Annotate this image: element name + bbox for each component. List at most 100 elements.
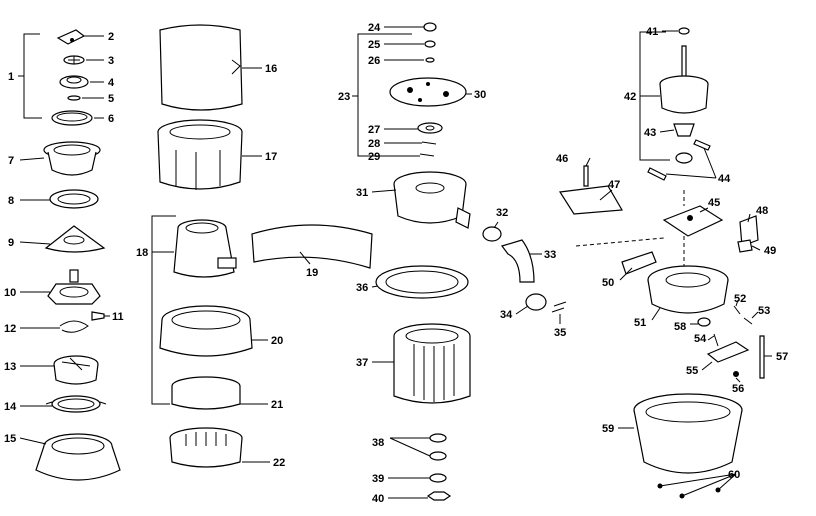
label-9: 9	[8, 237, 14, 249]
part-56-nut	[733, 371, 739, 377]
part-25-washer	[424, 40, 436, 48]
part-44-clips	[647, 139, 711, 181]
part-47-shield	[558, 185, 623, 215]
part-16-shell	[159, 24, 243, 111]
label-29: 29	[368, 151, 380, 163]
label-51: 51	[634, 317, 646, 329]
label-52: 52	[734, 293, 746, 305]
label-60: 60	[728, 469, 740, 481]
label-30: 30	[474, 89, 486, 101]
label-48: 48	[756, 205, 768, 217]
label-46: 46	[556, 153, 568, 165]
label-38: 38	[372, 437, 384, 449]
part-20-collar	[159, 305, 253, 357]
part-18-hopper	[173, 219, 237, 278]
label-15: 15	[4, 433, 16, 445]
label-19: 19	[306, 267, 318, 279]
part-5-washer	[67, 95, 81, 101]
part-43-bearing	[673, 123, 695, 164]
label-5: 5	[108, 93, 114, 105]
label-17: 17	[265, 151, 277, 163]
part-14-lock-ring	[45, 395, 107, 413]
label-10: 10	[4, 287, 16, 299]
label-25: 25	[368, 39, 380, 51]
label-57: 57	[776, 351, 788, 363]
part-8-gasket	[49, 189, 99, 209]
part-31-grinding-chamber	[393, 171, 471, 229]
label-41: 41	[646, 26, 658, 38]
label-14: 14	[4, 401, 17, 413]
label-1: 1	[8, 71, 14, 83]
leader-lines	[18, 26, 772, 499]
label-12: 12	[4, 323, 16, 335]
part-19-baffle	[251, 224, 373, 269]
part-29-pin	[419, 153, 435, 157]
label-2: 2	[108, 31, 114, 43]
label-21: 21	[271, 399, 283, 411]
part-12-snap-ring	[59, 320, 89, 333]
part-50-capacitor	[621, 251, 657, 275]
label-39: 39	[372, 473, 384, 485]
part-53-screw	[743, 317, 753, 325]
label-22: 22	[273, 457, 285, 469]
part-22-cage	[169, 427, 243, 468]
label-40: 40	[372, 493, 384, 505]
part-34-flange	[525, 293, 547, 311]
part-49-connector	[737, 239, 753, 253]
label-33: 33	[544, 249, 556, 261]
label-26: 26	[368, 55, 380, 67]
part-27-washer	[417, 122, 443, 134]
label-6: 6	[108, 113, 114, 125]
part-35-screws	[551, 301, 567, 313]
label-31: 31	[356, 187, 368, 199]
label-13: 13	[4, 361, 16, 373]
part-51-end-frame	[647, 265, 729, 314]
label-59: 59	[602, 423, 614, 435]
part-15-base-ring	[35, 433, 121, 481]
part-30-turntable	[389, 77, 467, 107]
label-45: 45	[708, 197, 720, 209]
label-16: 16	[265, 63, 277, 75]
label-28: 28	[368, 138, 380, 150]
part-10-mounting-ring	[47, 269, 101, 305]
label-50: 50	[602, 277, 614, 289]
part-46-screw	[583, 165, 589, 187]
part-48-bracket	[739, 215, 759, 247]
label-56: 56	[732, 383, 744, 395]
part-40-nut	[426, 491, 452, 501]
part-26-washer	[425, 57, 435, 63]
part-17-insulation	[157, 119, 243, 190]
label-58: 58	[674, 321, 686, 333]
part-37-stator	[393, 323, 471, 404]
part-41-cap	[678, 27, 690, 35]
part-36-ring	[375, 265, 469, 299]
part-9-backup-flange	[44, 225, 106, 253]
part-28-pin	[421, 141, 437, 145]
part-11-screw	[91, 311, 105, 321]
part-55-cover	[706, 341, 750, 363]
label-18: 18	[136, 247, 148, 259]
label-4: 4	[108, 77, 115, 89]
label-3: 3	[108, 55, 114, 67]
label-27: 27	[368, 124, 380, 136]
part-39-washer	[429, 473, 447, 483]
part-21-ring	[171, 376, 241, 410]
part-57-bolt	[759, 335, 765, 379]
part-52-screw	[733, 305, 741, 315]
label-8: 8	[8, 195, 14, 207]
label-20: 20	[271, 335, 283, 347]
label-36: 36	[356, 282, 368, 294]
label-24: 24	[368, 22, 381, 34]
part-38-washers	[429, 433, 447, 461]
label-55: 55	[686, 365, 698, 377]
label-43: 43	[644, 127, 656, 139]
label-44: 44	[718, 173, 731, 185]
part-42-motor-rotor	[659, 45, 709, 114]
label-49: 49	[764, 245, 776, 257]
part-labels: 1 2 3 4 5 6 7 8 9 10 11 12 13 14 15 16 1…	[4, 22, 788, 505]
part-33-elbow	[501, 239, 535, 283]
label-53: 53	[758, 305, 770, 317]
part-54-terminal	[713, 333, 719, 347]
